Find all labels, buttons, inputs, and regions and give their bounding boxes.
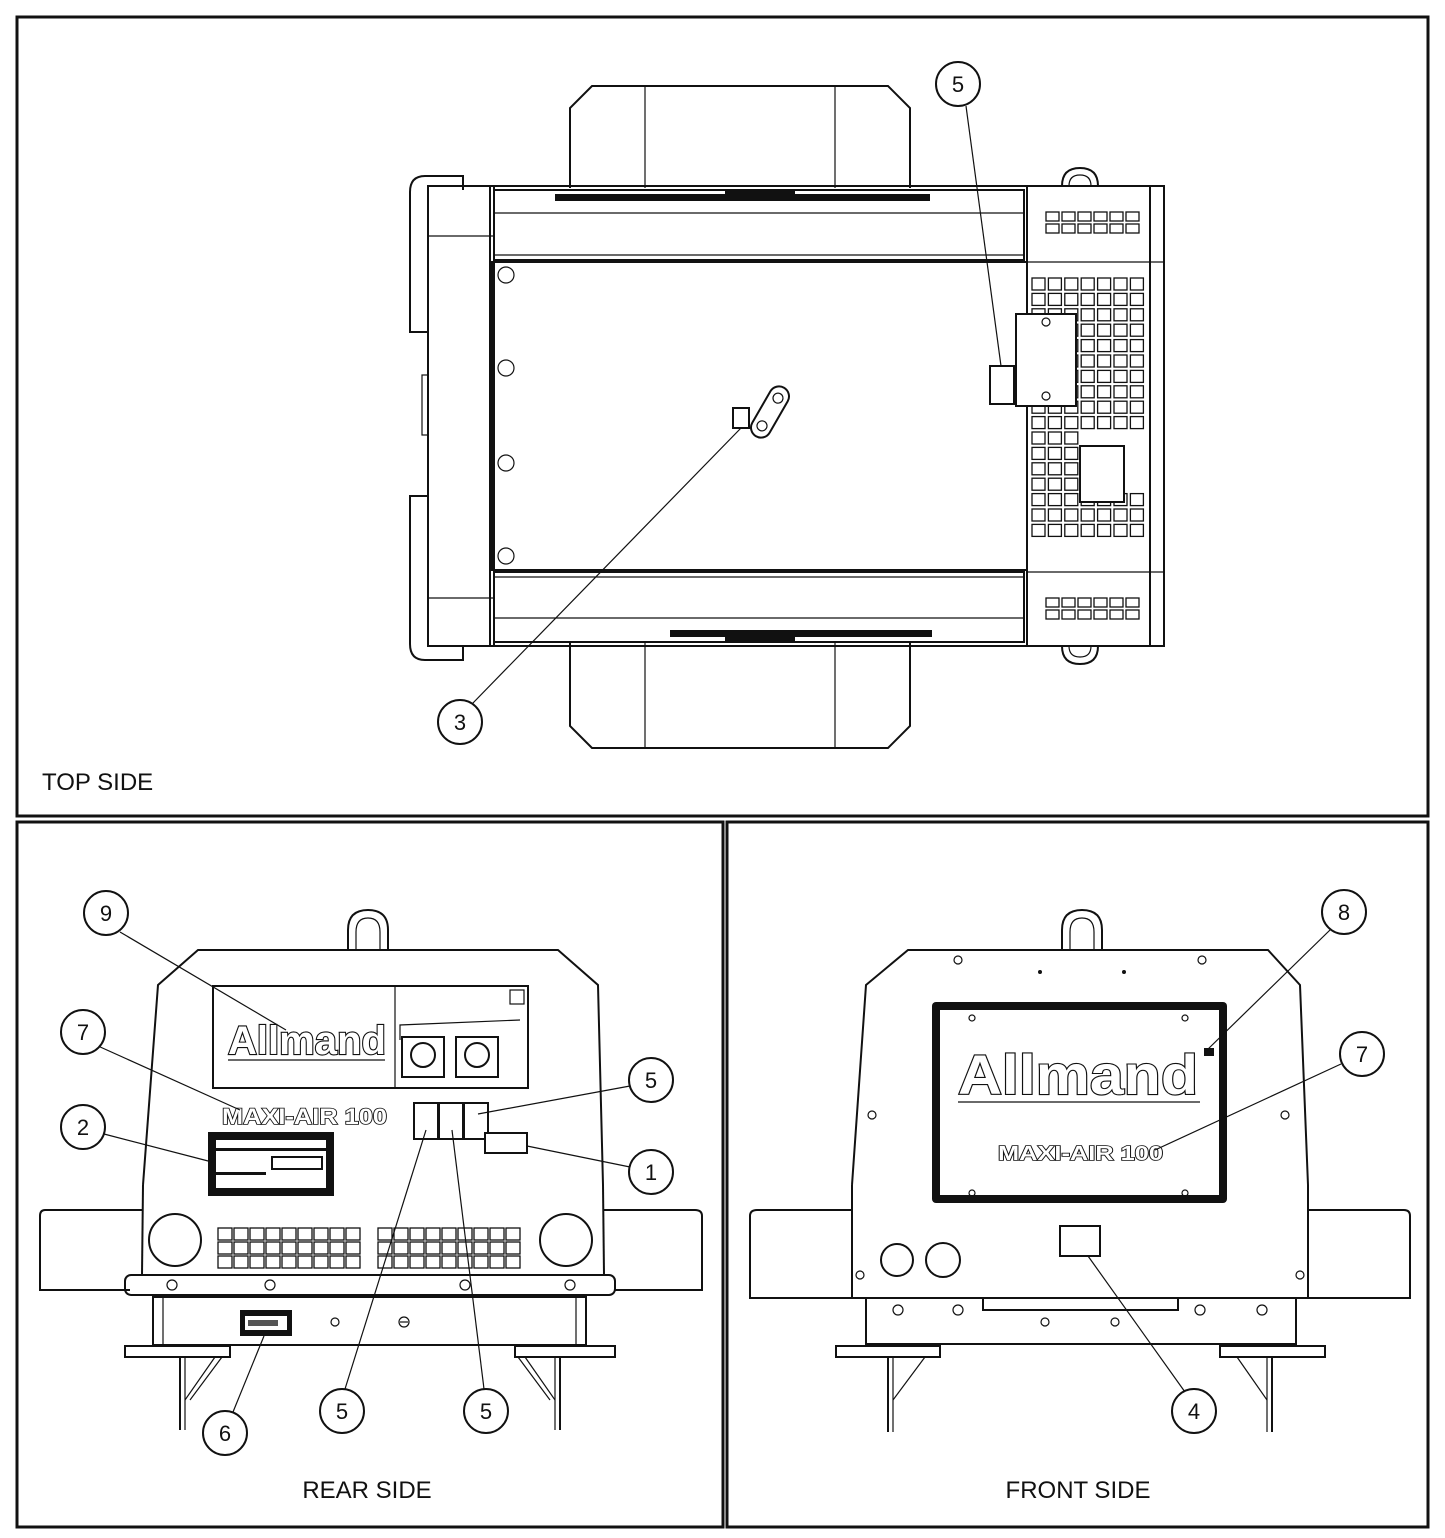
top-side-label: TOP SIDE [42, 769, 153, 796]
callout-rear-6: 6 [202, 1335, 265, 1456]
rear-decal-5-left [413, 1102, 439, 1140]
svg-text:4: 4 [1188, 1399, 1200, 1424]
svg-text:5: 5 [480, 1399, 492, 1424]
rear-decal-1 [484, 1132, 528, 1154]
front-view-machine: Allmand MAXI-AIR 100 [749, 908, 1411, 1432]
rear-allmand-logo: Allmand [228, 1019, 386, 1063]
rear-view-machine: Allmand MAXI-AIR 100 [39, 908, 703, 1430]
front-side-label: FRONT SIDE [1006, 1477, 1151, 1504]
callout-front-7: 7 [1154, 1031, 1385, 1151]
callout-front-4: 4 [1087, 1255, 1217, 1434]
svg-text:5: 5 [645, 1068, 657, 1093]
top-decal-3 [732, 407, 750, 429]
svg-text:8: 8 [1338, 900, 1350, 925]
front-allmand-logo: Allmand [958, 1043, 1198, 1106]
callout-rear-1: 1 [526, 1145, 674, 1195]
rear-decal-5-right [463, 1102, 489, 1140]
callout-rear-5-left: 5 [319, 1129, 427, 1434]
top-decal-5 [989, 365, 1015, 405]
top-side-panel-frame [15, 15, 1430, 818]
callout-rear-5-top: 5 [477, 1057, 674, 1115]
callout-top-5: 5 [935, 61, 1002, 367]
callout-front-8: 8 [1204, 889, 1367, 1053]
svg-text:2: 2 [77, 1115, 89, 1140]
svg-text:5: 5 [952, 72, 964, 97]
svg-text:7: 7 [1356, 1042, 1368, 1067]
svg-text:7: 7 [77, 1020, 89, 1045]
callout-top-3: 3 [437, 427, 742, 745]
svg-text:5: 5 [336, 1399, 348, 1424]
rear-decal-5-mid [438, 1102, 464, 1140]
callout-rear-5-right: 5 [451, 1129, 509, 1434]
front-side-panel-frame [725, 820, 1430, 1529]
front-model-decal: MAXI-AIR 100 [998, 1143, 1163, 1165]
front-decal-4 [1059, 1225, 1101, 1257]
rear-side-panel-frame [15, 820, 725, 1529]
callout-rear-2: 2 [60, 1104, 213, 1163]
rear-model-decal: MAXI-AIR 100 [222, 1104, 387, 1129]
svg-text:9: 9 [100, 901, 112, 926]
svg-text:1: 1 [645, 1160, 657, 1185]
rear-side-label: REAR SIDE [302, 1477, 431, 1504]
top-view-machine [409, 85, 1165, 749]
callout-rear-9: 9 [83, 890, 287, 1031]
svg-text:6: 6 [219, 1421, 231, 1446]
grille-access-plate [1015, 313, 1077, 407]
callout-rear-7: 7 [60, 1009, 241, 1111]
svg-text:3: 3 [454, 710, 466, 735]
